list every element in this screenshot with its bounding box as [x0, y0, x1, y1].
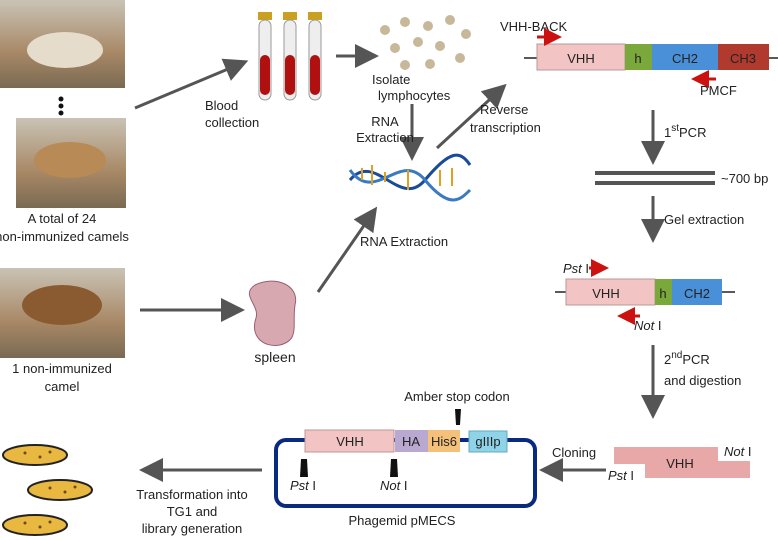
phagemid-pst-label: Pst I: [290, 478, 316, 493]
rna-extraction-label-spleen: RNA Extraction: [360, 234, 448, 249]
segment-hinge: h: [634, 51, 641, 66]
blood-label-1: Blood: [205, 98, 238, 113]
lymphocytes-icon: [380, 15, 471, 70]
amber-stop-codon-label: Amber stop codon: [404, 389, 510, 404]
reverse-label-1: Reverse: [480, 102, 528, 117]
pst-site-label: Pst I: [563, 261, 589, 276]
segment-g3p: gIIIp: [475, 434, 500, 449]
dna-helix-icon: [348, 153, 472, 202]
not-site-label: Not I: [634, 318, 661, 333]
pcr-band: [595, 171, 715, 185]
digestion-label: and digestion: [664, 373, 741, 388]
primer-pmcf-label: PMCF: [700, 83, 737, 98]
single-camel-label-line1: 1 non-immunized: [12, 361, 112, 376]
pcr-product-construct: VHH h CH2: [555, 278, 735, 306]
reverse-label-2: transcription: [470, 120, 541, 135]
isolate-label-1: Isolate: [372, 72, 410, 87]
spleen-label: spleen: [254, 349, 295, 365]
transformation-label-3: library generation: [142, 521, 242, 536]
fragment-not-label: Not I: [724, 444, 751, 459]
antibody-gene-construct: VHH h CH2 CH3: [524, 43, 778, 71]
segment-hinge: h: [659, 286, 666, 301]
phagemid-name: Phagemid pMECS: [349, 513, 456, 528]
camel-photo-1: [0, 0, 125, 88]
gel-extraction-label: Gel extraction: [664, 212, 744, 227]
rna-extraction-label-2: Extraction: [356, 130, 414, 145]
camels-label-line1: A total of 24: [28, 211, 97, 226]
segment-ch3: CH3: [730, 51, 756, 66]
phagemid-not-label: Not I: [380, 478, 407, 493]
transformation-label-2: TG1 and: [167, 504, 218, 519]
segment-vhh: VHH: [567, 51, 594, 66]
single-camel-label-line2: camel: [45, 379, 80, 394]
not-marker-icon: [390, 459, 398, 477]
fragment-vhh-label: VHH: [666, 456, 693, 471]
segment-ha: HA: [402, 434, 420, 449]
arrow-blood-collection: [134, 58, 249, 110]
camels-label-line2: non-immunized camels: [0, 229, 129, 244]
arrow-rna-extraction-2: [316, 206, 378, 293]
segment-vhh: VHH: [592, 286, 619, 301]
fragment-pst-label: Pst I: [608, 468, 634, 483]
blood-tubes-icon: [258, 12, 322, 101]
vhh-fragment: VHH: [614, 447, 750, 478]
band-size-label: ~700 bp: [721, 171, 768, 186]
pcr1-label: 1stPCR: [664, 123, 706, 140]
spleen-icon: [248, 280, 297, 346]
camel-photo-3: [0, 268, 125, 358]
rna-extraction-label-1: RNA: [371, 114, 399, 129]
ellipsis-dots: [58, 96, 64, 116]
arrow-reverse-transcription: [435, 83, 507, 150]
blood-label-2: collection: [205, 115, 259, 130]
isolate-label-2: lymphocytes: [378, 88, 451, 103]
phagemid-vector: VHH HA His6 gIIIp: [274, 429, 537, 508]
cloning-label: Cloning: [552, 445, 596, 460]
transformation-label-1: Transformation into: [136, 487, 248, 502]
pst-marker-icon: [300, 459, 308, 477]
primer-vhh-back-label: VHH-BACK: [500, 19, 568, 34]
amber-marker-icon: [455, 409, 461, 425]
segment-vhh: VHH: [336, 434, 363, 449]
segment-ch2: CH2: [684, 286, 710, 301]
petri-dishes-icon: [2, 444, 93, 536]
segment-ch2: CH2: [672, 51, 698, 66]
camel-photo-2: [16, 118, 126, 208]
pcr2-label: 2ndPCR: [664, 350, 710, 367]
segment-his6: His6: [431, 434, 457, 449]
